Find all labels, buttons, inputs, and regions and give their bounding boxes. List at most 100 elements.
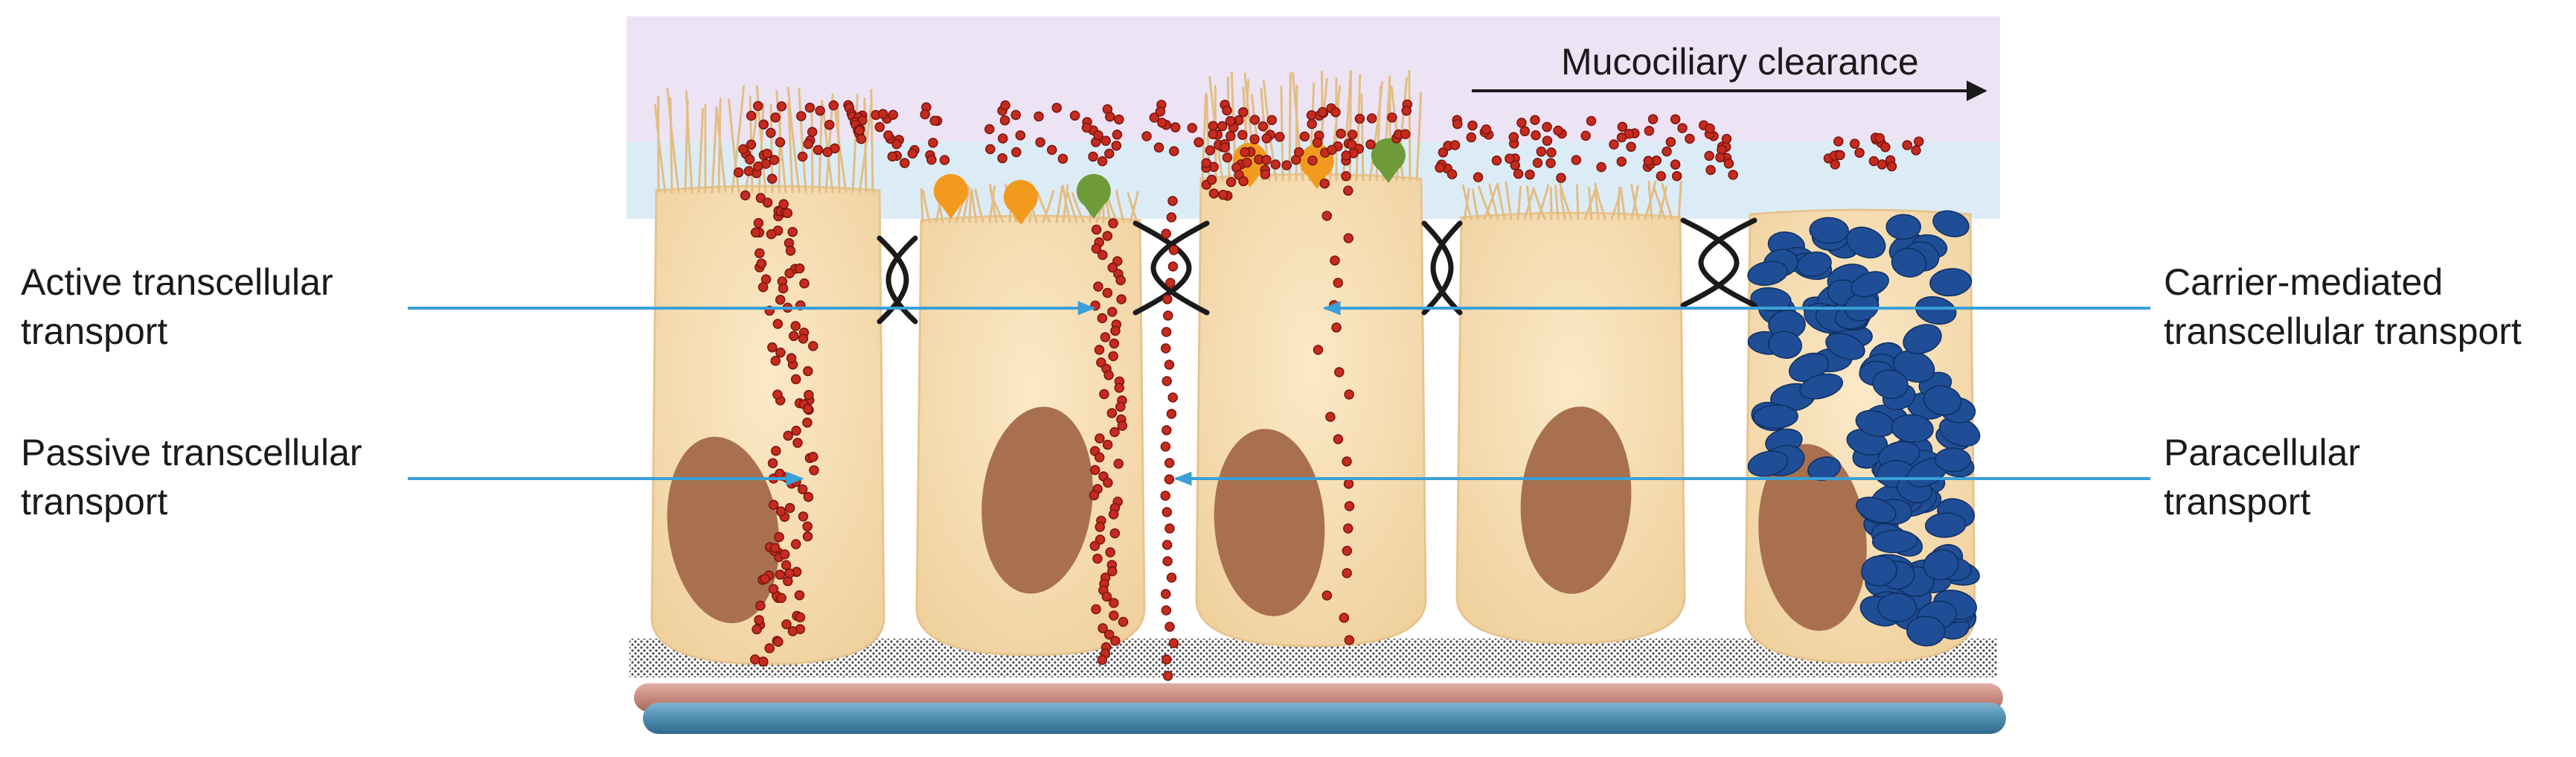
particle [1109,528,1121,539]
particle [1168,245,1179,255]
particle [774,531,784,543]
particle [1051,103,1062,113]
particle [788,330,799,342]
particle [1097,654,1108,665]
particle [1400,129,1411,139]
particle [1161,229,1171,239]
particle [1238,106,1249,118]
mucin-granule-icon [1825,333,1865,360]
particle [1162,425,1172,435]
particle [752,624,762,635]
label-active-transcellular: Active transcellular transport [21,258,333,356]
particle [808,452,818,462]
particle [790,321,801,331]
particle [808,341,818,351]
particle [1104,112,1115,122]
particle [790,539,801,549]
particle [1343,523,1353,534]
label-active-line2: transport [21,310,168,352]
particle [1149,112,1160,123]
particle [1115,275,1126,286]
particle [738,144,749,155]
particle [1156,118,1167,128]
particle [1665,136,1676,147]
particle [775,506,786,517]
particle [1089,464,1100,476]
particle [754,615,764,625]
particle [907,148,918,159]
particle [1270,159,1281,170]
particle [1117,421,1128,431]
particle [1201,158,1211,168]
particle [1467,120,1478,131]
particle [1401,105,1412,116]
particle [1015,130,1026,141]
particle [1261,155,1272,165]
particle [1103,477,1113,488]
particle [1525,169,1535,180]
particle [804,102,816,113]
particle [1662,146,1672,157]
particle [1556,173,1566,183]
particle [1343,479,1354,489]
particle [744,154,755,165]
mucin-granule-icon [1934,447,1971,473]
particle [1644,126,1655,136]
particle [1342,456,1352,467]
particle [1162,540,1173,550]
particle [1242,157,1252,168]
particle [1671,170,1682,182]
particle [772,389,783,400]
pointer-lines [408,301,2150,486]
nucleus [981,406,1093,594]
particle [775,295,786,305]
particle [887,151,898,162]
particle [778,283,789,294]
particle [1299,131,1310,142]
particle [1194,137,1204,147]
mucin-granule-icon [1924,512,1967,538]
particle [1330,107,1341,118]
particle [1091,604,1101,615]
particle [1580,130,1591,141]
particle [1164,458,1175,468]
particle [1516,118,1527,128]
mucin-granule-icon [1856,496,1897,523]
particle [758,119,769,130]
particle [1109,338,1120,349]
particle [1313,345,1324,355]
mucin-granule-icon [1915,296,1957,325]
particle [770,355,781,366]
particle [794,263,805,274]
label-passive-line2: transport [21,481,168,523]
particle [1220,142,1231,153]
particle [1261,133,1272,144]
particle [1849,138,1860,149]
particle [1097,156,1108,167]
particle [797,151,808,162]
particle [1225,131,1236,141]
particle [1446,169,1458,179]
particle [1240,147,1250,158]
particle [1513,168,1524,179]
cilia-tuft [1461,180,1682,220]
particle [1160,491,1170,501]
particle [1094,452,1105,463]
particle [772,319,784,329]
nucleus [1214,429,1325,616]
particle [1387,112,1397,123]
particle [802,403,813,415]
particle [787,226,798,237]
particle [1208,121,1219,131]
particle [1854,147,1865,158]
particle [1153,142,1164,153]
particle [1169,146,1179,156]
particle [1010,109,1021,121]
particle [1161,589,1171,599]
mucin-granule-icon [1877,592,1917,622]
particle [733,167,744,178]
particle [1170,122,1181,132]
particle [1721,133,1732,144]
particle [1536,146,1547,157]
